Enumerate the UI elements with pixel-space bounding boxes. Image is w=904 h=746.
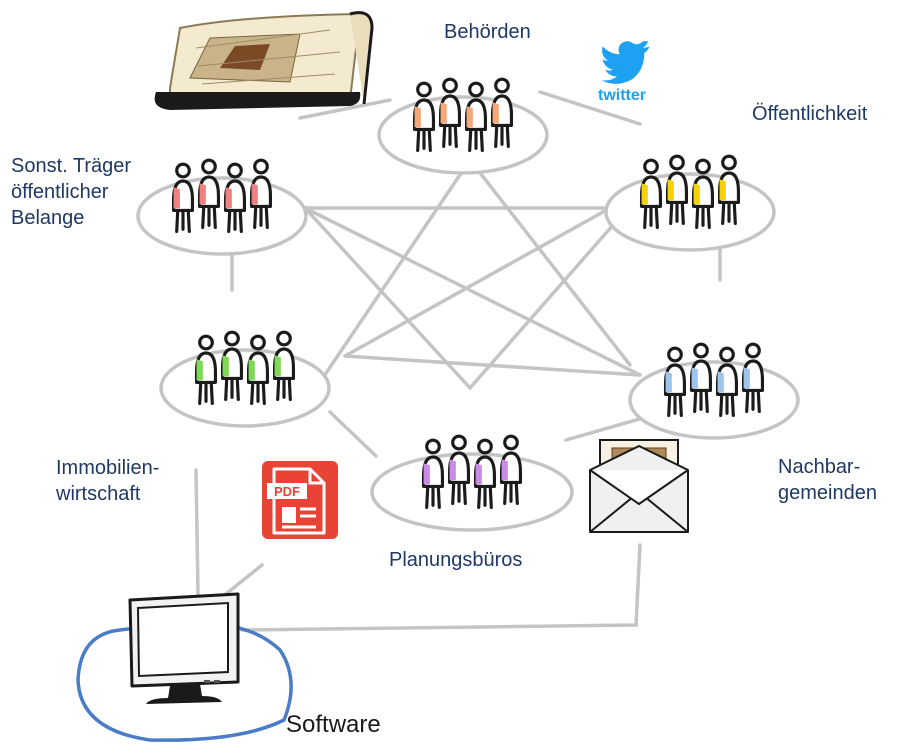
stakeholder-groups (136, 77, 800, 532)
label-immobilienwirtschaft: Immobilien- wirtschaft (56, 457, 160, 505)
group-behoerden (377, 77, 549, 175)
star-immo-nachbar (343, 354, 642, 377)
pdf-icon: PDF (262, 461, 338, 539)
group-nachbar (628, 342, 800, 440)
person-figure (639, 158, 663, 229)
label-software: Software (286, 711, 381, 738)
person-figure (220, 330, 244, 401)
platform-toeb (136, 176, 308, 256)
person-figure (490, 77, 514, 148)
person-figure (691, 158, 715, 229)
platform-oeffentlichkeit (604, 172, 776, 252)
group-oeffentlichkeit (604, 154, 776, 252)
twitter-icon: twitter (598, 41, 650, 104)
star-toeb-nachbar (303, 206, 642, 377)
platform-planung (370, 452, 574, 532)
edge-planung-immo (328, 410, 378, 458)
platform-nachbar (628, 360, 800, 440)
label-nachbargemeinden: Nachbar- gemeinden (778, 456, 877, 504)
edge-behoerden-toeb (298, 98, 392, 120)
person-figure (473, 438, 497, 509)
edge-nachbar-planung (564, 414, 652, 442)
person-figure (663, 346, 687, 417)
label-sonstige-traeger: Sonst. Träger öffentlicher Belange (11, 155, 132, 229)
star-behoerden-immo (314, 158, 472, 390)
map-scroll-icon (154, 11, 374, 110)
person-figure (715, 346, 739, 417)
group-toeb (136, 158, 308, 256)
person-figure (464, 81, 488, 152)
edge-pdf-software (224, 563, 264, 596)
person-figure (223, 162, 247, 233)
monitor-icon (128, 592, 240, 704)
person-figure (171, 162, 195, 233)
person-figure (194, 334, 218, 405)
person-figure (246, 334, 270, 405)
star-toeb-planung (303, 206, 472, 390)
twitter-wordmark: twitter (598, 87, 646, 104)
star-behoerden-nachbar (468, 158, 632, 367)
label-oeffentlichkeit: Öffentlichkeit (752, 103, 868, 125)
pdf-label: PDF (274, 484, 300, 499)
platform-behoerden (377, 95, 549, 175)
label-planungsbueros: Planungsbüros (389, 549, 523, 571)
person-figure (438, 77, 462, 148)
edge-behoerden-oeff (538, 90, 642, 126)
envelope-icon (589, 439, 689, 533)
person-figure (447, 434, 471, 505)
edge-envelope-software (240, 543, 642, 632)
person-figure (412, 81, 436, 152)
star-oeff-planung (468, 206, 630, 390)
person-figure (665, 154, 689, 225)
label-behoerden: Behörden (444, 21, 531, 43)
group-immobilien (159, 330, 331, 428)
person-figure (499, 434, 523, 505)
edge-immo-software (194, 468, 200, 596)
person-figure (197, 158, 221, 229)
person-figure (741, 342, 765, 413)
person-figure (689, 342, 713, 413)
person-figure (421, 438, 445, 509)
platform-immobilien (159, 348, 331, 428)
person-figure (272, 330, 296, 401)
person-figure (249, 158, 273, 229)
group-planung (370, 434, 574, 532)
person-figure (717, 154, 741, 225)
star-immo-oeff (343, 196, 630, 358)
